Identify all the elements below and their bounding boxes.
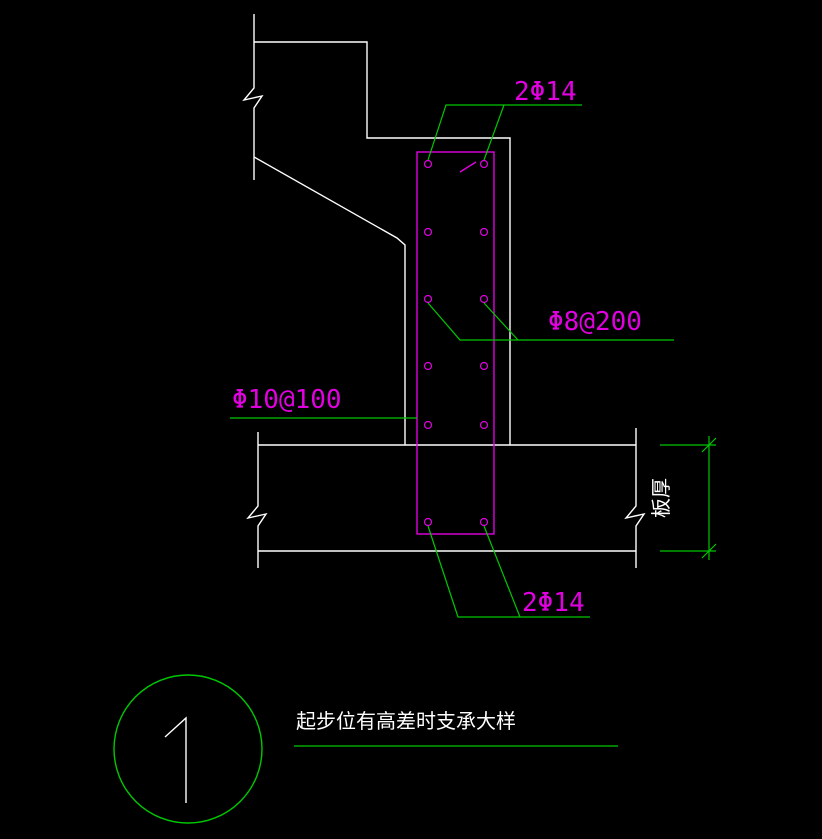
- slab-thickness-label: 板厚: [649, 478, 673, 518]
- top-rebar-label: 2Φ14: [514, 77, 577, 107]
- rebar-dot: [423, 294, 433, 304]
- upper-structure-outline: [242, 14, 511, 445]
- detail-title: 起步位有高差时支承大样: [296, 709, 516, 733]
- stirrup-label: Φ8@200: [548, 307, 642, 337]
- leader-lines: [230, 104, 674, 618]
- bottom-rebar-label: 2Φ14: [522, 588, 585, 618]
- rebar-dots: [423, 159, 489, 527]
- rebar-dot: [479, 420, 489, 430]
- stirrup-hook: [459, 161, 477, 173]
- detail-number-circle: [113, 674, 263, 824]
- rebar-dot: [479, 159, 489, 169]
- rebar-dot: [479, 227, 489, 237]
- svg-text:1: 1: [161, 699, 216, 799]
- rebar-dot: [479, 517, 489, 527]
- side-rebar-label: Φ10@100: [232, 385, 342, 415]
- thickness-dimension: [660, 436, 717, 560]
- slab-outline: [246, 428, 646, 568]
- rebar-dot: [479, 294, 489, 304]
- rebar-dot: [479, 361, 489, 371]
- rebar-dot: [423, 227, 433, 237]
- rebar-dot: [423, 420, 433, 430]
- detail-number: 1: [161, 699, 216, 803]
- rebar-dot: [423, 517, 433, 527]
- rebar-dot: [423, 361, 433, 371]
- stirrup-outline: [416, 151, 495, 535]
- rebar-dot: [423, 159, 433, 169]
